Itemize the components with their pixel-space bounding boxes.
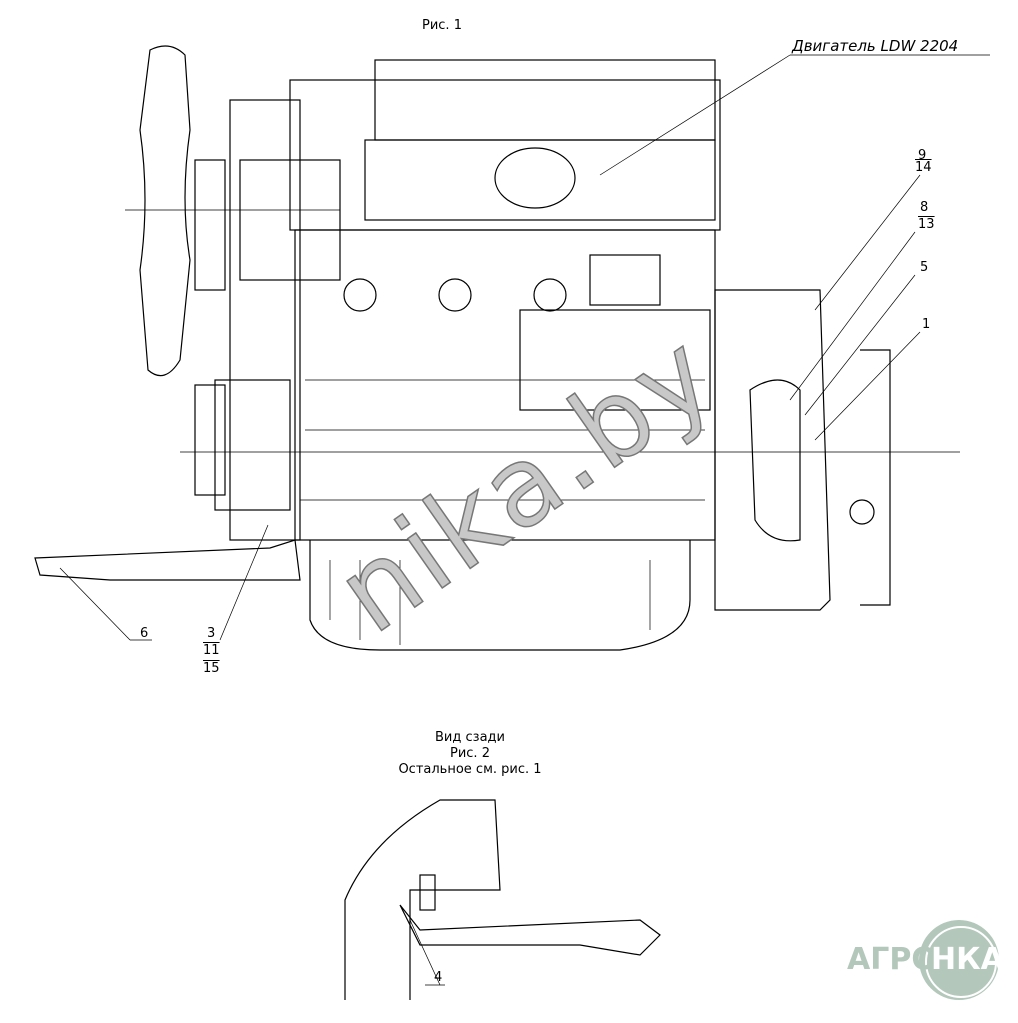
logo-text-left: АГРО xyxy=(847,942,937,977)
callout-leaders xyxy=(59,54,990,641)
pulley-upper xyxy=(194,159,226,291)
callout-13: 13 xyxy=(918,217,935,232)
engine-mount-bracket xyxy=(34,539,301,581)
callout-5: 5 xyxy=(920,260,929,275)
figure2-view: Вид сзади xyxy=(435,730,505,745)
figure2-note: Остальное см. рис. 1 xyxy=(398,762,542,777)
fan-blade xyxy=(139,45,191,377)
callout-11: 11 xyxy=(203,643,220,658)
callout-15: 15 xyxy=(203,661,220,676)
rear-view-drawing xyxy=(344,799,661,1000)
callout-6: 6 xyxy=(140,626,149,641)
engine-label: Двигатель LDW 2204 xyxy=(792,37,959,55)
figure1-title: Рис. 1 xyxy=(422,18,462,33)
flywheel-housing xyxy=(714,289,891,611)
agronka-logo: АГРО НКА xyxy=(847,920,1007,1020)
callout-9: 9 xyxy=(918,148,927,163)
callout-4: 4 xyxy=(434,970,443,985)
engine-block xyxy=(214,59,721,651)
figure2-title: Рис. 2 xyxy=(450,746,490,761)
callout-8: 8 xyxy=(920,200,929,215)
logo-text-right: НКА xyxy=(931,942,1004,977)
callout-1: 1 xyxy=(922,317,931,332)
callout-3: 3 xyxy=(207,626,216,641)
callout-14: 14 xyxy=(915,160,932,175)
pulley-lower xyxy=(194,384,226,496)
